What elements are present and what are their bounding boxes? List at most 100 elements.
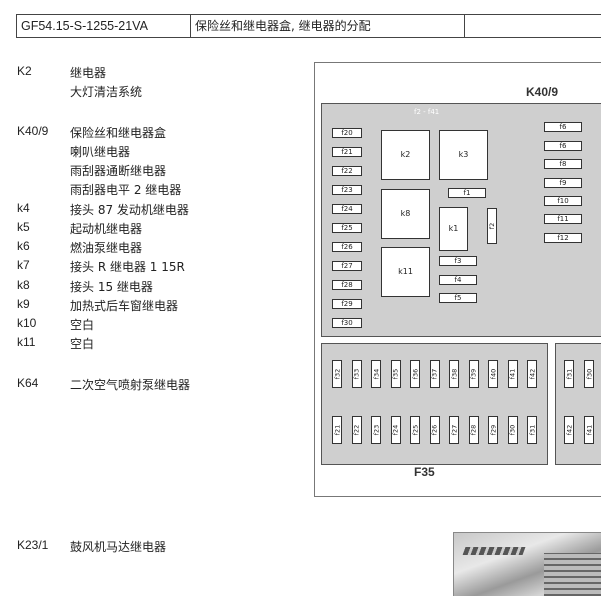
blower-relay-photo bbox=[453, 532, 601, 596]
fuse-label: f42 bbox=[528, 368, 536, 380]
fuse: f24 bbox=[332, 204, 362, 214]
relay: k8 bbox=[381, 189, 430, 239]
fuse: f23 bbox=[371, 416, 381, 444]
relay: k2 bbox=[381, 130, 430, 180]
legend-code: K64 bbox=[17, 376, 39, 390]
fuse: f23 bbox=[332, 185, 362, 195]
legend-code: k8 bbox=[17, 278, 30, 292]
fuse: f21 bbox=[332, 416, 342, 444]
fuse-label: f24 bbox=[391, 424, 400, 436]
fuse: f24 bbox=[390, 416, 401, 444]
fuse: f39 bbox=[468, 360, 479, 388]
fuse: f41 bbox=[584, 416, 594, 444]
legend-text: 大灯清洁系统 bbox=[70, 85, 143, 99]
fuse: f25 bbox=[332, 223, 362, 233]
legend-text: 空白 bbox=[70, 318, 95, 332]
fuse: f30 bbox=[584, 360, 594, 388]
fuse-label: f30 bbox=[585, 368, 593, 380]
legend-code: k7 bbox=[17, 258, 30, 272]
fuse-label: f23 bbox=[372, 424, 380, 436]
fuse-label: f22 bbox=[352, 424, 361, 436]
legend-text: 雨刮器电平 2 继电器 bbox=[70, 183, 182, 197]
fuse-box-diagram: K40/9 f2 - f41 f20 f21 f22 f23 f24 f25 f… bbox=[314, 62, 601, 497]
fuse-label: f31 bbox=[528, 424, 536, 436]
legend-text: 鼓风机马达继电器 bbox=[70, 540, 167, 554]
fuse-label: f32 bbox=[333, 368, 341, 380]
fuse-label: f41 bbox=[508, 368, 517, 380]
header-divider bbox=[464, 15, 465, 37]
relay: k11 bbox=[381, 247, 430, 297]
fuse: f28 bbox=[332, 280, 362, 290]
fuse-label: f31 bbox=[565, 368, 573, 380]
lower-panel-right: f31 f30 f42 f41 bbox=[555, 343, 601, 465]
fuse-label: f28 bbox=[469, 424, 478, 436]
fuse-label: f29 bbox=[489, 424, 497, 436]
fuse-label: f36 bbox=[411, 368, 419, 380]
fuse: f32 bbox=[332, 360, 342, 388]
fuse: f3 bbox=[439, 256, 477, 266]
fuse: f27 bbox=[449, 416, 459, 444]
fuse-label: f2 bbox=[488, 222, 496, 230]
header-divider bbox=[190, 15, 191, 37]
fuse-label: f33 bbox=[352, 368, 361, 380]
legend-text: 喇叭继电器 bbox=[70, 145, 131, 159]
fuse: f10 bbox=[544, 196, 582, 206]
legend-text: 保险丝和继电器盒 bbox=[70, 126, 167, 140]
fuse: f2 bbox=[487, 208, 497, 244]
fuse-label: f37 bbox=[430, 368, 439, 380]
photo-detail bbox=[544, 553, 601, 596]
legend-code: K23/1 bbox=[17, 538, 49, 552]
fuse: f41 bbox=[507, 360, 518, 388]
fuse-label: f38 bbox=[450, 368, 458, 380]
fuse-label: f26 bbox=[430, 424, 439, 436]
fuse-label: f30 bbox=[508, 424, 517, 436]
fuse: f8 bbox=[544, 159, 582, 169]
fuse: f11 bbox=[544, 214, 582, 224]
legend-text: 加热式后车窗继电器 bbox=[70, 299, 179, 313]
legend-code: k9 bbox=[17, 297, 30, 311]
fuse: f28 bbox=[468, 416, 479, 444]
fuse-label: f21 bbox=[333, 424, 341, 436]
legend-code: k11 bbox=[17, 335, 36, 349]
fuse: f33 bbox=[351, 360, 362, 388]
fuse-label: f41 bbox=[585, 424, 593, 436]
fuse: f30 bbox=[507, 416, 518, 444]
fuse: f36 bbox=[410, 360, 420, 388]
diagram-title: K40/9 bbox=[526, 85, 559, 99]
fuse: f6 bbox=[544, 122, 582, 132]
fuse-label: f42 bbox=[565, 424, 573, 436]
fuse: f31 bbox=[527, 416, 537, 444]
fuse: f38 bbox=[449, 360, 459, 388]
fuse: f25 bbox=[410, 416, 420, 444]
fuse: f1 bbox=[448, 188, 486, 198]
legend-code: K40/9 bbox=[17, 124, 49, 138]
fuse: f5 bbox=[439, 293, 477, 303]
fuse: f22 bbox=[351, 416, 362, 444]
fuse: f9 bbox=[544, 178, 582, 188]
legend-text: 空白 bbox=[70, 337, 95, 351]
legend-code: k4 bbox=[17, 201, 30, 215]
legend-code: k5 bbox=[17, 220, 30, 234]
fuse: f20 bbox=[332, 128, 362, 138]
fuse: f31 bbox=[564, 360, 574, 388]
legend-text: 燃油泵继电器 bbox=[70, 241, 143, 255]
legend-text: 接头 R 继电器 1 15R bbox=[70, 260, 185, 274]
document-title: 保险丝和继电器盒, 继电器的分配 bbox=[195, 19, 371, 33]
fuse: f34 bbox=[371, 360, 381, 388]
legend-text: 二次空气喷射泵继电器 bbox=[70, 378, 191, 392]
relay: k3 bbox=[439, 130, 488, 180]
legend-code: K2 bbox=[17, 64, 32, 78]
lower-panel-f35: f32 f33 f34 f35 f36 f37 f38 f39 f40 f41 f42 f21 f22… bbox=[321, 343, 548, 465]
fuse-label: f35 bbox=[391, 368, 400, 380]
fuse: f29 bbox=[332, 299, 362, 309]
fuse: f42 bbox=[564, 416, 574, 444]
fuse: f35 bbox=[390, 360, 401, 388]
fuse-label: f40 bbox=[489, 368, 497, 380]
fuse: f37 bbox=[429, 360, 440, 388]
fuse: f26 bbox=[332, 242, 362, 252]
fuse: f4 bbox=[439, 275, 477, 285]
range-label: f2 - f41 bbox=[414, 108, 440, 116]
legend-text: 接头 15 继电器 bbox=[70, 280, 153, 294]
fuse: f26 bbox=[429, 416, 440, 444]
legend-text: 雨刮器通断继电器 bbox=[70, 164, 167, 178]
